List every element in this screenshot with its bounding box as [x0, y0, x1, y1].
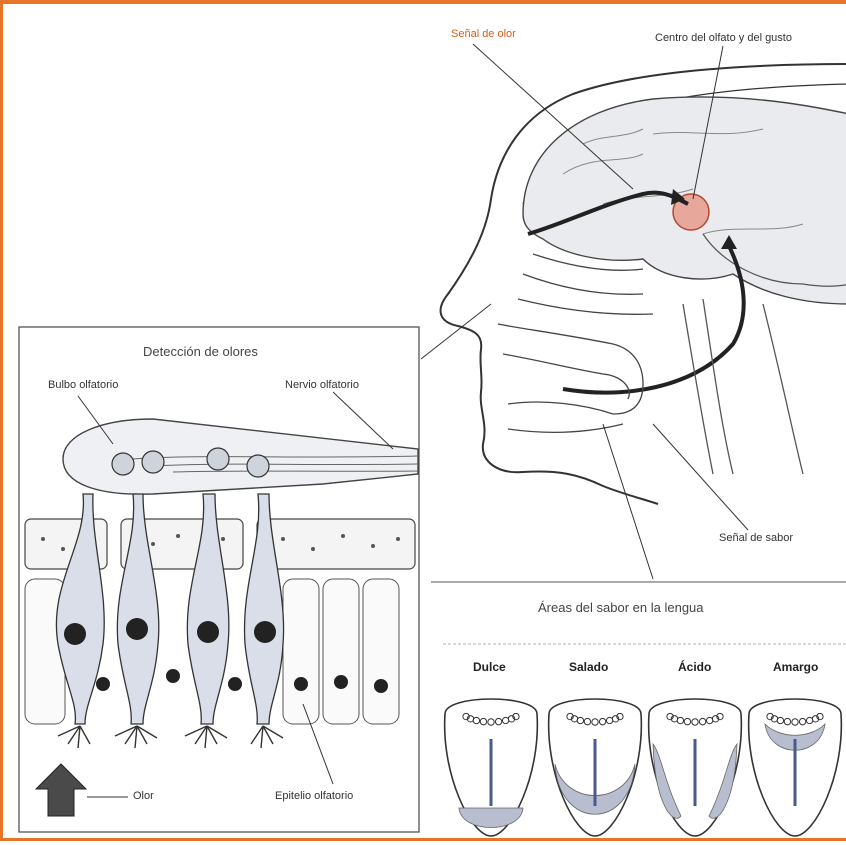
olfactory-panel-title: Detección de olores [143, 344, 258, 359]
tongue-bitter [749, 699, 842, 836]
tongue-sweet [445, 699, 538, 836]
center-label: Centro del olfato y del gusto [655, 32, 792, 44]
mouth-cavity [498, 254, 653, 432]
bulb-label: Bulbo olfatorio [48, 379, 118, 391]
tongue-label-bitter: Amargo [773, 660, 818, 674]
nerve-label: Nervio olfatorio [285, 379, 359, 391]
tongue-label-sweet: Dulce [473, 660, 506, 674]
tongue-label-salty: Salado [569, 660, 608, 674]
tongue-drawings [445, 699, 842, 836]
taste-signal-label: Señal de sabor [719, 532, 793, 544]
tongue-sour [649, 699, 742, 836]
odor-label: Olor [133, 790, 154, 802]
smell-signal-label: Señal de olor [451, 28, 516, 40]
tongue-panel-title: Áreas del sabor en la lengua [538, 600, 704, 615]
tongue-label-sour: Ácido [678, 660, 711, 674]
tongue-salty [549, 699, 642, 836]
epithelium-label: Epitelio olfatorio [275, 790, 353, 802]
diagram-svg [3, 4, 846, 845]
